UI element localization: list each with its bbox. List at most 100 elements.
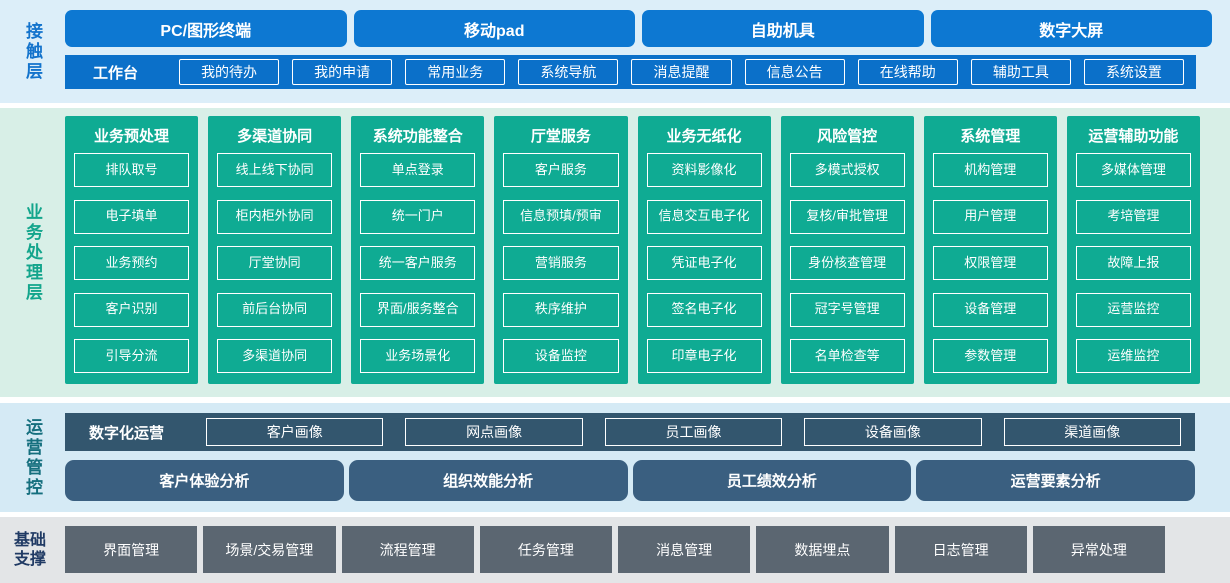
module-item[interactable]: 凭证电子化 [646,246,762,280]
module-item[interactable]: 厅堂协同 [217,246,333,280]
module-item[interactable]: 信息预填/预审 [503,199,619,234]
module-column-preprocess: 业务预处理 排队取号 电子填单 业务预约 客户识别 引导分流 [65,116,199,384]
module-item[interactable]: 名单检查等 [789,339,905,373]
module-item[interactable]: 电子填单 [74,199,190,234]
module-item[interactable]: 参数管理 [932,339,1048,373]
module-column-items: 单点登录 统一门户 统一客户服务 界面/服务整合 业务场景化 [360,153,476,373]
module-column-integration: 系统功能整合 单点登录 统一门户 统一客户服务 界面/服务整合 业务场景化 [351,116,485,384]
portrait-item[interactable]: 客户画像 [206,418,384,446]
terminal-button-pad[interactable]: 移动pad [353,10,635,47]
module-column-title: 多渠道协同 [237,128,313,145]
module-item[interactable]: 机构管理 [932,153,1048,187]
module-column-items: 机构管理 用户管理 权限管理 设备管理 参数管理 [932,153,1048,373]
module-item[interactable]: 印章电子化 [646,339,762,373]
module-item[interactable]: 营销服务 [503,246,619,280]
module-column-title: 系统功能整合 [372,128,463,145]
workbench-item[interactable]: 在线帮助 [857,59,958,85]
foundation-item[interactable]: 流程管理 [341,526,474,573]
module-item[interactable]: 多渠道协同 [217,339,333,373]
module-item[interactable]: 单点登录 [360,153,476,187]
module-item[interactable]: 设备监控 [503,339,619,373]
workbench-item[interactable]: 辅助工具 [970,59,1071,85]
module-item[interactable]: 用户管理 [932,199,1048,234]
module-item[interactable]: 运营监控 [1075,292,1191,327]
module-item[interactable]: 客户识别 [74,292,190,327]
portrait-item[interactable]: 设备画像 [804,418,982,446]
module-column-title: 业务预处理 [94,128,170,145]
terminal-button-bigscreen[interactable]: 数字大屏 [930,10,1212,47]
module-item[interactable]: 前后台协同 [217,292,333,327]
operations-section: 运营管控 数字化运营 客户画像 网点画像 员工画像 设备画像 渠道画像 客户体验… [0,403,1230,512]
workbench-item[interactable]: 系统设置 [1083,59,1184,85]
foundation-label: 基础支撑 [13,531,46,568]
portrait-item[interactable]: 员工画像 [604,418,783,446]
module-column-paperless: 业务无纸化 资料影像化 信息交互电子化 凭证电子化 签名电子化 印章电子化 [637,116,771,384]
module-item[interactable]: 签名电子化 [646,292,762,327]
module-item[interactable]: 排队取号 [74,153,190,187]
analysis-item[interactable]: 客户体验分析 [65,460,344,501]
workbench-label: 工作台 [93,64,139,82]
module-column-opsaux: 运营辅助功能 多媒体管理 考培管理 故障上报 运营监控 运维监控 [1066,116,1200,384]
module-item[interactable]: 统一客户服务 [360,246,476,280]
workbench-bar: 工作台 我的待办 我的申请 常用业务 系统导航 消息提醒 信息公告 在线帮助 辅… [65,55,1196,89]
module-item[interactable]: 线上线下协同 [217,153,333,187]
workbench-item[interactable]: 我的待办 [179,59,280,85]
module-item[interactable]: 秩序维护 [503,292,619,327]
module-item[interactable]: 身份核查管理 [789,246,905,280]
module-item[interactable]: 业务场景化 [360,339,476,373]
module-column-multichannel: 多渠道协同 线上线下协同 柜内柜外协同 厅堂协同 前后台协同 多渠道协同 [208,116,342,384]
workbench-item[interactable]: 系统导航 [518,59,619,85]
module-item[interactable]: 复核/审批管理 [789,199,905,234]
module-column-items: 排队取号 电子填单 业务预约 客户识别 引导分流 [74,153,190,373]
terminal-button-pc[interactable]: PC/图形终端 [65,10,347,47]
contact-layer-section: 接触层 PC/图形终端 移动pad 自助机具 数字大屏 工作台 我的待办 我的申… [0,0,1230,103]
workbench-item[interactable]: 消息提醒 [631,59,732,85]
module-column-items: 多媒体管理 考培管理 故障上报 运营监控 运维监控 [1075,153,1191,373]
foundation-item[interactable]: 日志管理 [894,526,1027,573]
module-item[interactable]: 权限管理 [932,246,1048,280]
module-item[interactable]: 柜内柜外协同 [217,199,333,234]
portrait-item[interactable]: 渠道画像 [1003,418,1181,446]
module-column-title: 业务无纸化 [666,128,742,145]
module-item[interactable]: 界面/服务整合 [360,292,476,327]
module-item[interactable]: 设备管理 [932,292,1048,327]
module-item[interactable]: 运维监控 [1075,339,1191,373]
module-columns: 业务预处理 排队取号 电子填单 业务预约 客户识别 引导分流 多渠道协同 线上线… [65,116,1200,384]
module-column-items: 客户服务 信息预填/预审 营销服务 秩序维护 设备监控 [503,153,619,373]
workbench-item[interactable]: 信息公告 [744,59,845,85]
analysis-item[interactable]: 员工绩效分析 [632,460,912,501]
module-column-lobby: 厅堂服务 客户服务 信息预填/预审 营销服务 秩序维护 设备监控 [494,116,628,384]
foundation-section: 基础支撑 界面管理 场景/交易管理 流程管理 任务管理 消息管理 数据埋点 日志… [0,517,1230,583]
workbench-item[interactable]: 我的申请 [292,59,393,85]
module-column-sysadmin: 系统管理 机构管理 用户管理 权限管理 设备管理 参数管理 [923,116,1057,384]
business-layer-section: 业务处理层 业务预处理 排队取号 电子填单 业务预约 客户识别 引导分流 多渠道… [0,108,1230,397]
module-column-title: 系统管理 [960,128,1021,145]
module-item[interactable]: 多模式授权 [789,153,905,187]
module-item[interactable]: 统一门户 [360,199,476,234]
module-item[interactable]: 客户服务 [503,153,619,187]
portrait-item[interactable]: 网点画像 [405,418,583,446]
foundation-item[interactable]: 数据埋点 [756,526,889,573]
module-item[interactable]: 信息交互电子化 [646,199,762,234]
module-item[interactable]: 多媒体管理 [1075,153,1191,187]
workbench-item[interactable]: 常用业务 [405,59,506,85]
module-column-items: 线上线下协同 柜内柜外协同 厅堂协同 前后台协同 多渠道协同 [217,153,333,373]
module-item[interactable]: 故障上报 [1075,246,1191,280]
module-item[interactable]: 考培管理 [1075,199,1191,234]
module-item[interactable]: 冠字号管理 [789,292,905,327]
module-item[interactable]: 业务预约 [74,246,190,280]
contact-layer-label: 接触层 [23,21,42,82]
module-column-title: 风险管控 [817,128,878,145]
module-column-title: 运营辅助功能 [1088,128,1179,145]
analysis-item[interactable]: 组织效能分析 [348,460,628,501]
module-item[interactable]: 资料影像化 [646,153,762,187]
analysis-item[interactable]: 运营要素分析 [916,460,1195,501]
module-column-title: 厅堂服务 [530,128,591,145]
module-item[interactable]: 引导分流 [74,339,190,373]
foundation-item[interactable]: 任务管理 [479,526,612,573]
foundation-item[interactable]: 界面管理 [65,526,198,573]
foundation-item[interactable]: 异常处理 [1032,526,1165,573]
foundation-item[interactable]: 场景/交易管理 [203,526,336,573]
foundation-item[interactable]: 消息管理 [618,526,751,573]
terminal-button-selfserve[interactable]: 自助机具 [642,10,924,47]
